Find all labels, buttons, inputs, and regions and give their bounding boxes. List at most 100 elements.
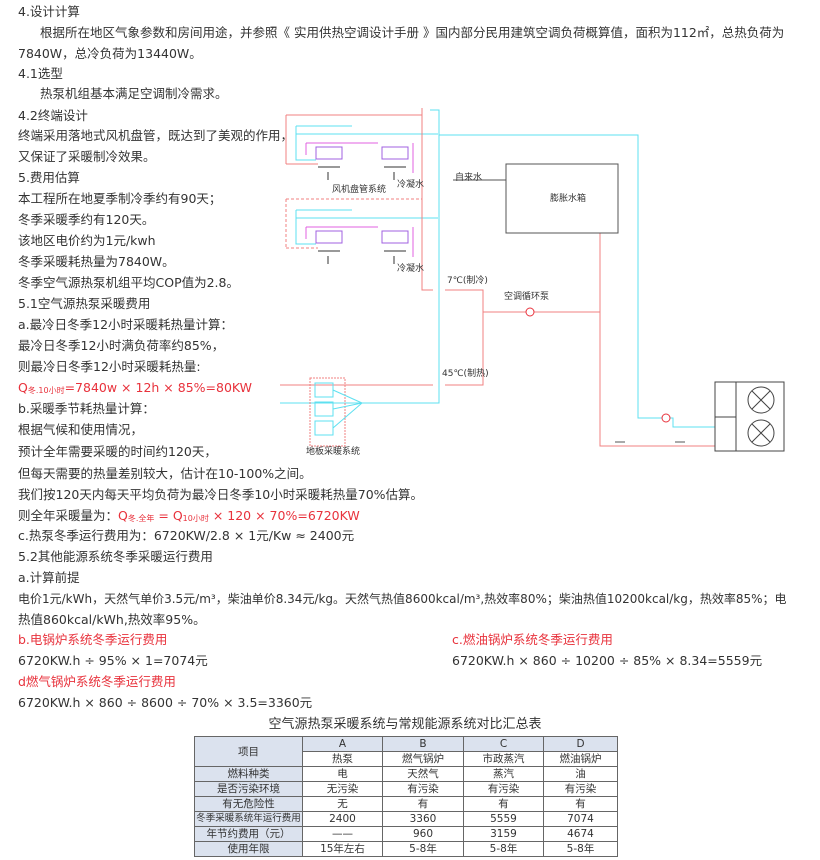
heading-terminal: 4.2终端设计: [18, 108, 88, 123]
table-header-row: 热泵 燃气锅炉 市政蒸汽 燃油锅炉: [195, 751, 618, 767]
paragraph: 该地区电价约为1元/kwh: [18, 233, 156, 248]
calc-oil-boiler: 6720KW.h × 860 ÷ 10200 ÷ 85% × 8.34=5559…: [452, 653, 763, 668]
formula-subscript: 冬.全年: [127, 514, 155, 523]
calc-electric-boiler: 6720KW.h ÷ 95% × 1=7074元: [18, 653, 208, 668]
table-cell: 电: [302, 766, 383, 782]
table-cell: 有: [463, 796, 544, 812]
paragraph: a.最冷日冬季12小时采暖耗热量计算：: [18, 317, 234, 332]
formula-q2: Q冬.全年 = Q10小时 × 120 × 70%=6720KW: [118, 508, 360, 523]
formula-q1: Q冬.10小时=7840w × 12h × 85%=80KW: [18, 379, 252, 400]
label-condensate: 冷凝水: [397, 262, 424, 274]
formula-label: 则全年采暖量为：: [18, 508, 119, 523]
table-cell: 4674: [543, 826, 618, 842]
table-cell: 有: [382, 796, 464, 812]
table-cell: 5-8年: [463, 841, 544, 857]
formula-symbol: = Q: [154, 508, 183, 523]
table-cell: 3159: [463, 826, 544, 842]
paragraph: 根据气候和使用情况，: [18, 422, 144, 437]
paragraph: 则最冷日冬季12小时采暖耗热量:: [18, 359, 201, 374]
table-cell: 无污染: [302, 781, 383, 797]
row-label: 使用年限: [194, 841, 303, 857]
header-item: 项目: [194, 736, 303, 767]
table-cell: 有污染: [382, 781, 464, 797]
paragraph: 根据所在地区气象参数和房间用途，并参照《 实用供热空调设计手册 》国内部分民用建…: [40, 25, 785, 40]
comparison-table: 项目 A B C D 热泵 燃气锅炉 市政蒸汽 燃油锅炉 燃料种类电天然气蒸汽油…: [194, 736, 618, 857]
heading-5-1: 5.1空气源热泵采暖费用: [18, 296, 151, 311]
hvac-system-diagram: 风机盘管系统 冷凝水 冷凝水 自来水 膨胀水箱 7℃(制冷) 空调循环泵 45℃…: [280, 108, 785, 457]
table-cell: 有污染: [543, 781, 618, 797]
paragraph: b.采暖季节耗热量计算：: [18, 401, 155, 416]
table-cell: 960: [382, 826, 464, 842]
header-system: 市政蒸汽: [463, 751, 544, 767]
table-cell: 有: [543, 796, 618, 812]
heading-electric-boiler: b.电锅炉系统冬季运行费用: [18, 632, 168, 647]
table-cell: 5559: [463, 811, 544, 827]
row-label: 冬季采暖系统年运行费用: [194, 811, 303, 827]
heading-gas-boiler: d燃气锅炉系统冬季运行费用: [18, 674, 176, 689]
heading-selection: 4.1选型: [18, 66, 63, 81]
header-system: 燃油锅炉: [543, 751, 618, 767]
table-header-row: 项目 A B C D: [194, 736, 618, 767]
label-expansion-tank: 膨胀水箱: [550, 192, 586, 204]
paragraph: 预计全年需要采暖的时间约120天，: [18, 444, 217, 459]
heat-pump-unit: [714, 381, 785, 452]
table-cell: 无: [302, 796, 383, 812]
row-label: 是否污染环境: [194, 781, 303, 797]
paragraph: 热值860kcal/kWh,热效率95%。: [18, 612, 206, 627]
paragraph: 冬季采暖季约有120天。: [18, 212, 155, 227]
table-cell: 5-8年: [543, 841, 618, 857]
calc-gas-boiler: 6720KW.h × 860 ÷ 8600 ÷ 70% × 3.5=3360元: [18, 695, 313, 710]
fan-coil-group: [285, 108, 438, 180]
table-cell: 5-8年: [382, 841, 464, 857]
label-tap-water: 自来水: [455, 171, 482, 183]
formula-subscript: 10小时: [182, 514, 209, 523]
label-floor-heating: 地板采暖系统: [306, 445, 360, 457]
paragraph: c.热泵冬季运行费用为：6720KW/2.8 × 1元/Kw ≈ 2400元: [18, 528, 355, 543]
paragraph: 最冷日冬季12小时满负荷率约85%，: [18, 338, 225, 353]
formula-subscript: 冬.10小时: [27, 386, 65, 395]
paragraph: 电价1元/kWh，天然气单价3.5元/m³，柴油单价8.34元/kg。天然气热值…: [18, 592, 787, 606]
table-title: 空气源热泵采暖系统与常规能源系统对比汇总表: [268, 717, 542, 732]
header-system: 燃气锅炉: [382, 751, 464, 767]
paragraph: 冬季采暖耗热量为7840W。: [18, 254, 175, 269]
label-condensate: 冷凝水: [397, 178, 424, 190]
heading-cost: 5.费用估算: [18, 170, 80, 185]
table-cell: 3360: [382, 811, 464, 827]
paragraph: 又保证了采暖制冷效果。: [18, 149, 156, 164]
table-cell: 15年左右: [302, 841, 383, 857]
table-cell: 7074: [543, 811, 618, 827]
table-row: 燃料种类电天然气蒸汽油: [194, 766, 618, 782]
formula-symbol: Q: [18, 380, 28, 395]
table-cell: 天然气: [382, 766, 464, 782]
heading-oil-boiler: c.燃油锅炉系统冬季运行费用: [452, 632, 613, 647]
header-letter: C: [463, 736, 544, 752]
table-cell: 有污染: [463, 781, 544, 797]
paragraph: 冬季空气源热泵机组平均COP值为2.8。: [18, 275, 239, 290]
row-label: 有无危险性: [194, 796, 303, 812]
row-label: 燃料种类: [194, 766, 303, 782]
label-heating-temp: 45℃(制热): [442, 367, 489, 379]
label-fan-coil: 风机盘管系统: [332, 183, 386, 195]
label-circulation-pump: 空调循环泵: [504, 290, 549, 302]
table-row: 有无危险性无有有有: [194, 796, 618, 812]
table-cell: 2400: [302, 811, 383, 827]
paragraph: 7840W，总冷负荷为13440W。: [18, 46, 202, 61]
formula-q2-line: 则全年采暖量为：Q冬.全年 = Q10小时 × 120 × 70%=6720KW: [18, 507, 360, 528]
header-letter: B: [382, 736, 464, 752]
heading-design-calc: 4.设计计算: [18, 4, 80, 19]
formula-body: × 120 × 70%=6720KW: [208, 508, 360, 523]
table-cell: ——: [302, 826, 383, 842]
header-letter: D: [543, 736, 618, 752]
fan-coil-group: [285, 198, 438, 264]
row-label: 年节约费用（元）: [194, 826, 303, 842]
table-row: 是否污染环境无污染有污染有污染有污染: [194, 781, 618, 797]
formula-body: =7840w × 12h × 85%=80KW: [64, 380, 253, 395]
label-cooling-temp: 7℃(制冷): [447, 274, 488, 286]
paragraph: 热泵机组基本满足空调制冷需求。: [40, 86, 228, 101]
paragraph: 我们按120天内每天平均负荷为最冷日冬季10小时采暖耗热量70%估算。: [18, 487, 424, 502]
paragraph: a.计算前提: [18, 570, 80, 585]
